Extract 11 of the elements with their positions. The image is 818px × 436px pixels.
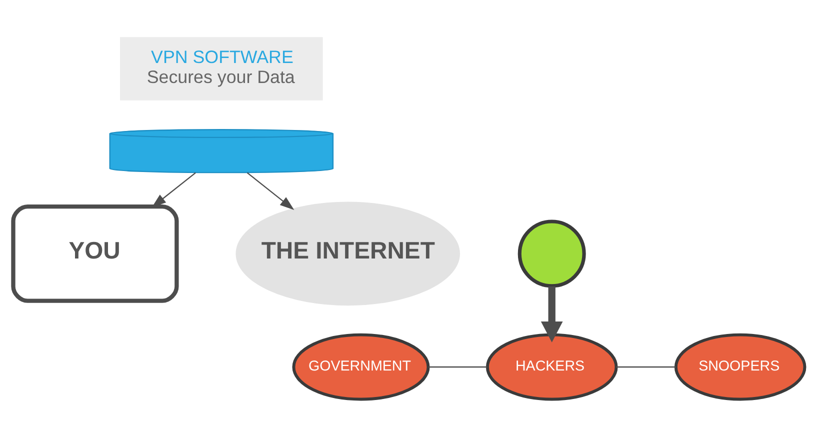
node-circle <box>518 219 586 288</box>
arrow <box>540 286 563 342</box>
node-ellipse: SNOOPERS <box>674 332 806 400</box>
arrow <box>246 172 294 210</box>
connector <box>616 366 676 368</box>
arrow <box>152 172 196 207</box>
node-ellipse: GOVERNMENT <box>292 332 430 400</box>
node-ellipse: HACKERS <box>486 332 618 400</box>
node-ellipse: THE INTERNET <box>236 201 460 306</box>
node-box: YOU <box>11 204 179 302</box>
connector <box>428 366 488 368</box>
